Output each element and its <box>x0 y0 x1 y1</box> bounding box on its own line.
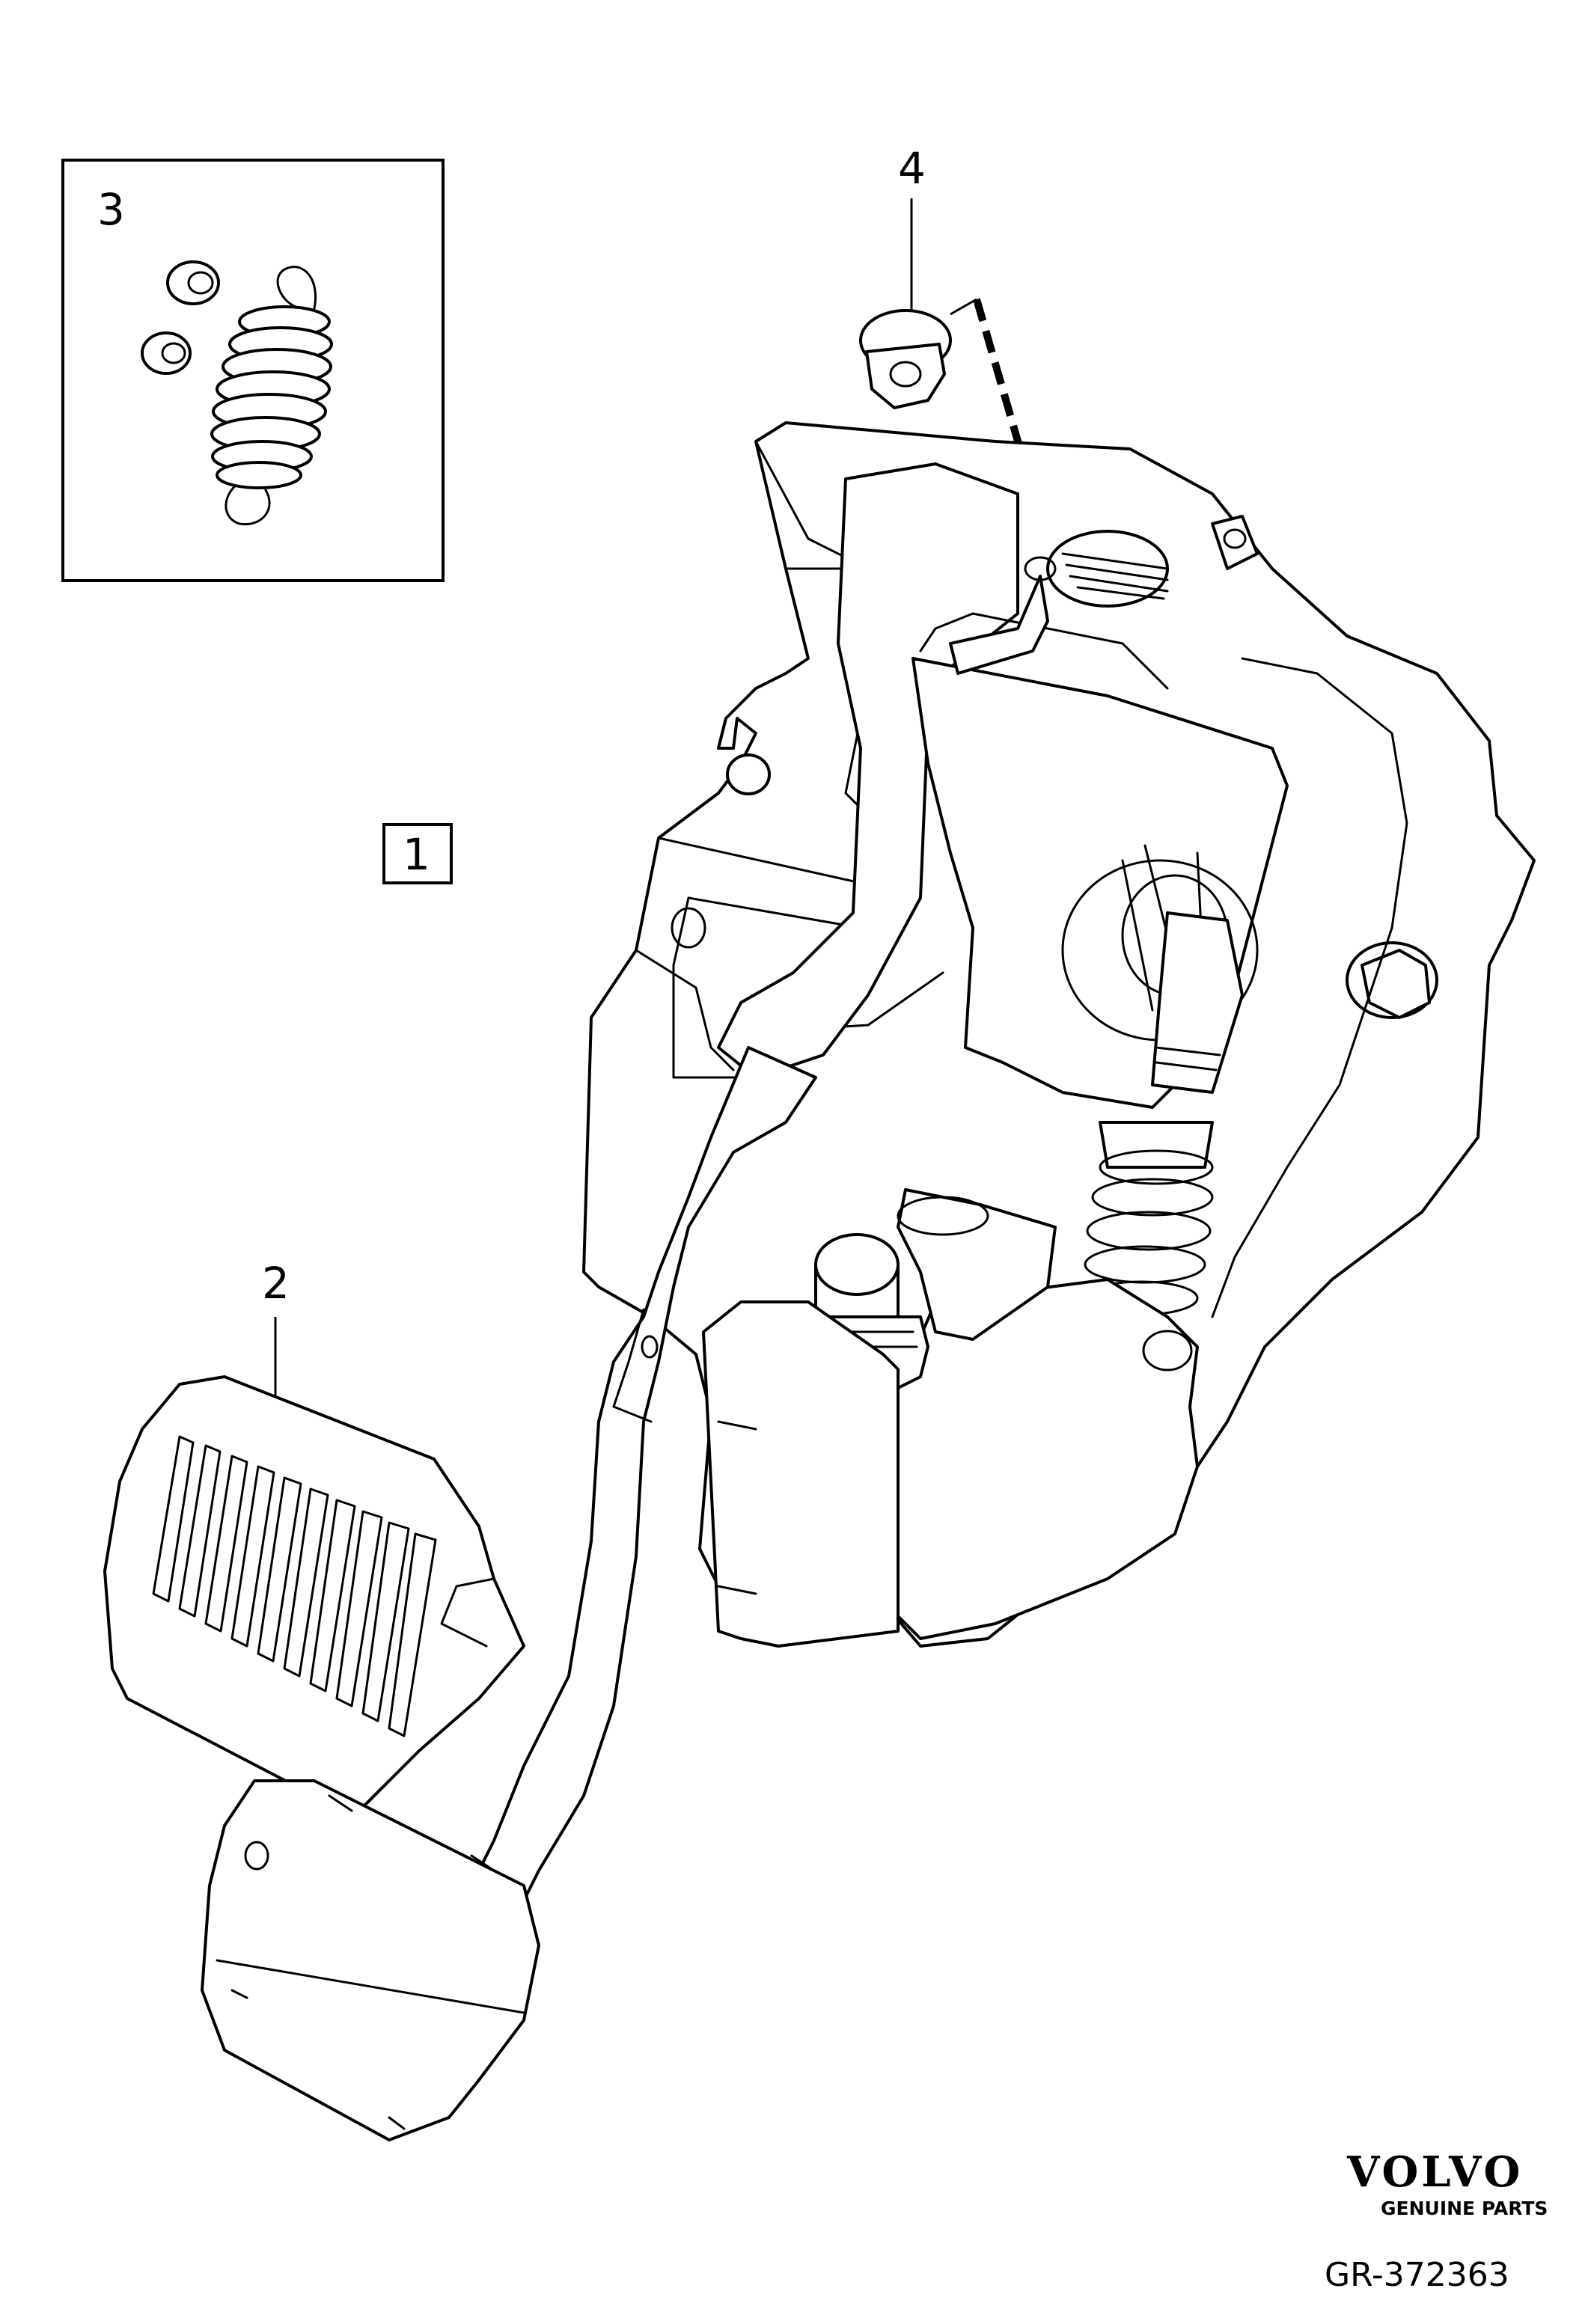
bushing-1 <box>166 260 220 305</box>
pedal-pad <box>103 1375 525 1812</box>
brand-tagline: GENUINE PARTS <box>1381 2198 1548 2219</box>
callout-2[interactable]: 2 <box>262 1258 290 1309</box>
callout-3[interactable]: 3 <box>97 184 125 235</box>
callout-1[interactable]: 1 <box>403 829 430 880</box>
brand-name: VOLVO <box>1346 2147 1523 2197</box>
mount-bolt <box>1346 941 1438 1019</box>
volvo-logo: VOLVO GENUINE PARTS <box>1346 2147 1548 2219</box>
callout-1-box <box>382 823 453 884</box>
shield-plate <box>702 1300 900 1648</box>
pedal-bracket-assembly <box>470 421 1536 1917</box>
diagram-id: GR-372363 <box>1325 2256 1509 2294</box>
bushing-2 <box>141 331 192 375</box>
flange-nut <box>859 309 952 409</box>
callout-4[interactable]: 4 <box>898 143 926 194</box>
pad-ribs <box>152 1435 437 1737</box>
pedal-foot-plate <box>201 1779 540 2141</box>
pushrod-spring <box>1084 1121 1214 1316</box>
sensor-connector <box>1151 911 1244 1094</box>
return-spring <box>210 266 333 526</box>
callout-1-group: 1 <box>382 823 453 884</box>
kit-inset: 3 <box>61 159 445 582</box>
top-spring <box>1024 515 1259 608</box>
